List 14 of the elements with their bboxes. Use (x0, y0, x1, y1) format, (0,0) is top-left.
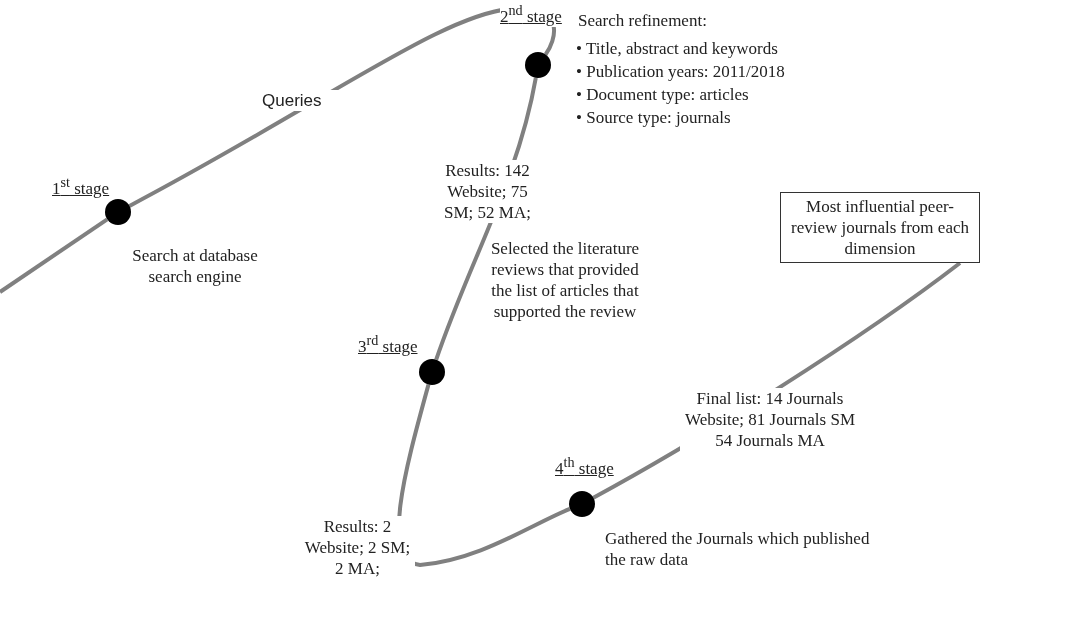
stage-dot (419, 359, 445, 385)
bullet-item: • Title, abstract and keywords (576, 38, 778, 59)
stage-dot (569, 491, 595, 517)
stage-dot (525, 52, 551, 78)
note-box: Most influential peer-review journals from each dimension (780, 192, 980, 263)
bullet-item: • Document type: articles (576, 84, 749, 105)
bullet-item: • Publication years: 2011/2018 (576, 61, 785, 82)
description-text: Gathered the Journals which published the raw data (605, 528, 871, 570)
curved-line (0, 217, 109, 294)
bullet-item: • Source type: journals (576, 107, 731, 128)
description-text: Search refinement: (578, 10, 708, 31)
description-text: Search at database search engine (131, 245, 259, 287)
stage-dot (105, 199, 131, 225)
description-text: Selected the literature reviews that provided the list of articles that supported the review (490, 238, 640, 322)
